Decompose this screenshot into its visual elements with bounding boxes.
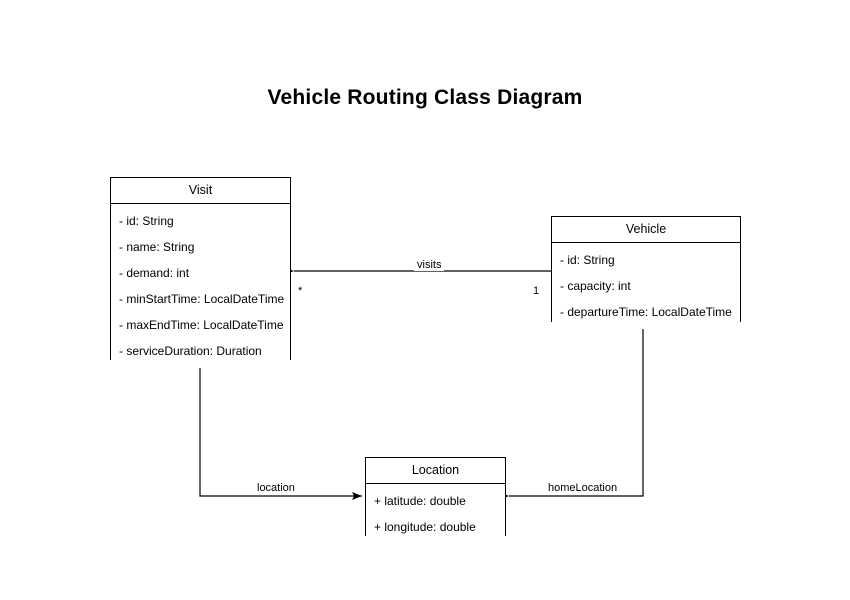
class-box-location[interactable]: Location + latitude: double + longitude:…	[365, 457, 506, 544]
class-name-vehicle: Vehicle	[552, 217, 740, 243]
attribute-row: - id: String	[560, 253, 615, 267]
attribute-row: + longitude: double	[374, 520, 476, 534]
class-name-location: Location	[366, 458, 505, 484]
attribute-row: - id: String	[119, 214, 174, 228]
edge-label-visits: visits	[414, 259, 445, 271]
attribute-row: + latitude: double	[374, 494, 466, 508]
class-name-visit: Visit	[111, 178, 290, 204]
class-attributes-visit: - id: String - name: String - demand: in…	[111, 204, 290, 368]
multiplicity-visit-side: *	[298, 285, 303, 297]
attribute-row: - capacity: int	[560, 279, 631, 293]
edge-label-location: location	[254, 482, 298, 494]
attribute-row: - name: String	[119, 240, 195, 254]
attribute-row: - demand: int	[119, 266, 190, 280]
class-attributes-vehicle: - id: String - capacity: int - departure…	[552, 243, 740, 329]
class-box-vehicle[interactable]: Vehicle - id: String - capacity: int - d…	[551, 216, 741, 329]
class-attributes-location: + latitude: double + longitude: double	[366, 484, 505, 544]
class-box-visit[interactable]: Visit - id: String - name: String - dema…	[110, 177, 291, 368]
attribute-row: - minStartTime: LocalDateTime	[119, 292, 285, 306]
edge-home-location	[499, 322, 644, 500]
attribute-row: - maxEndTime: LocalDateTime	[119, 318, 284, 332]
edge-label-home-location: homeLocation	[545, 482, 621, 494]
edge-location	[199, 360, 362, 500]
multiplicity-vehicle-side: 1	[533, 285, 540, 297]
attribute-row: - serviceDuration: Duration	[119, 344, 262, 358]
page-title: Vehicle Routing Class Diagram	[267, 86, 583, 109]
attribute-row: - departureTime: LocalDateTime	[560, 305, 732, 319]
